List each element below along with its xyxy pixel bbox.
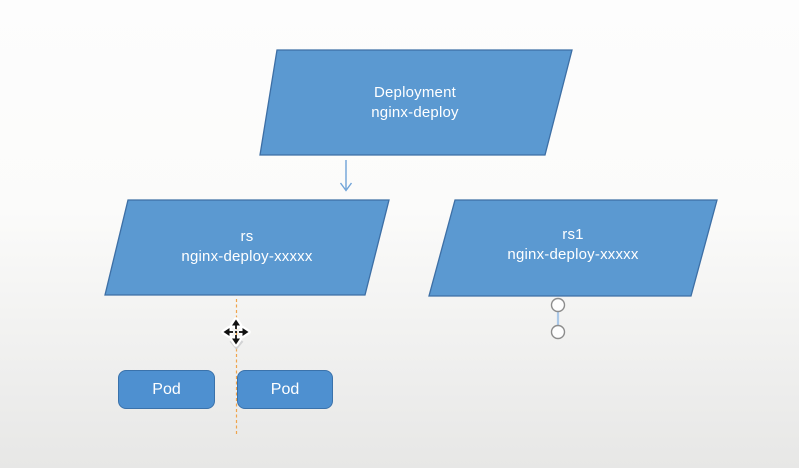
connector-in-progress[interactable] — [550, 297, 566, 340]
down-arrowhead-icon — [339, 182, 353, 192]
connector-start-handle-icon[interactable] — [550, 297, 566, 313]
rs1-shape[interactable] — [428, 199, 718, 297]
pod-left-label: Pod — [152, 380, 181, 398]
connector-end-handle-icon[interactable] — [550, 324, 566, 340]
pod-node-left[interactable]: Pod — [118, 370, 215, 409]
deployment-shape[interactable] — [259, 49, 573, 156]
pod-right-label: Pod — [270, 380, 300, 398]
rs-shape[interactable] — [104, 199, 390, 296]
move-cursor-icon — [221, 317, 251, 347]
deployment-to-rs-arrow — [339, 160, 353, 192]
pod-node-right[interactable]: Pod — [237, 370, 333, 409]
